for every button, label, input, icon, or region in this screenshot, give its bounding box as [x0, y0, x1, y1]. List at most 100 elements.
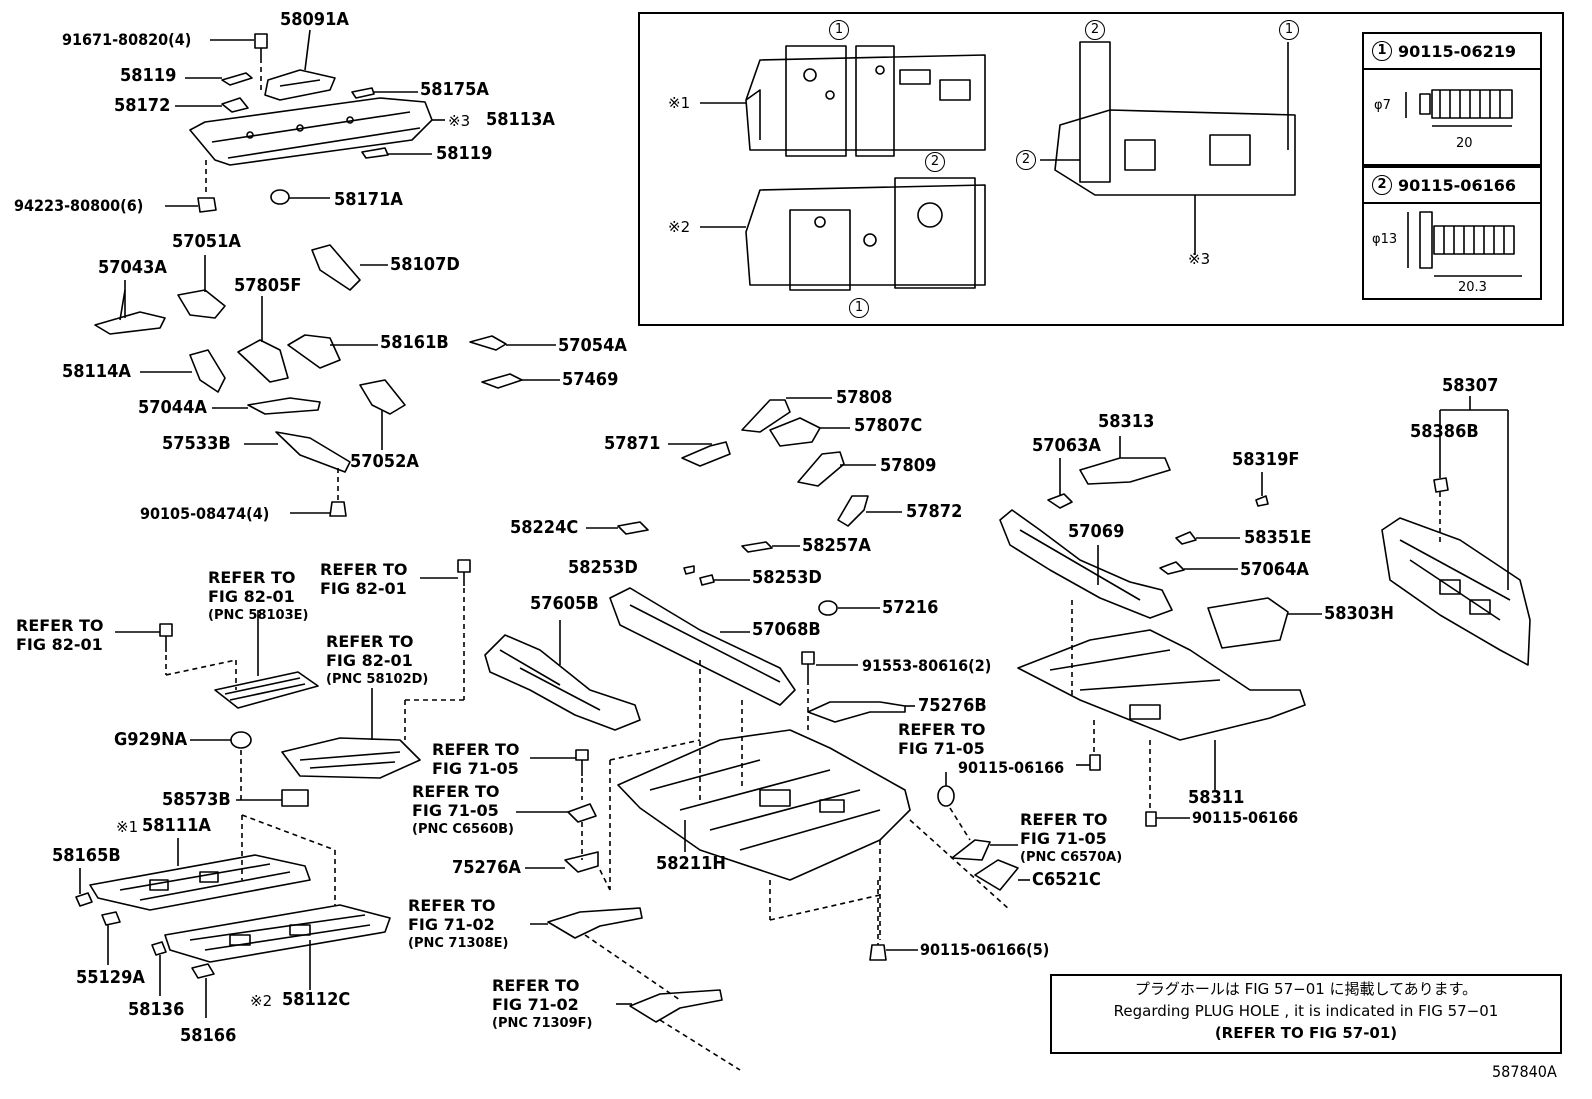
label-57064a: 57064A — [1240, 559, 1309, 580]
label-58165b: 58165B — [52, 845, 121, 866]
label-57069: 57069 — [1068, 521, 1125, 542]
fastener-1-drawing-icon — [1405, 89, 1513, 127]
mark-2-58112c: ※2 — [250, 992, 273, 1010]
label-90115-06166-b: 90115-06166 — [1192, 808, 1299, 827]
label-g929na: G929NA — [114, 729, 188, 750]
fastener-1-part-number: 90115-06219 — [1398, 41, 1516, 61]
label-58112c: 58112C — [282, 989, 351, 1010]
floor-pan-58112c-icon — [164, 904, 391, 963]
plug-hole-note-box: プラグホールは FIG 57−01 に掲載してあります。 Regarding P… — [1050, 974, 1562, 1054]
label-58224c: 58224C — [510, 517, 579, 538]
inset-mark-1: ※1 — [668, 94, 691, 112]
label-58351e: 58351E — [1244, 527, 1312, 548]
panel-58103e-icon — [214, 671, 319, 709]
label-57605b: 57605B — [530, 593, 599, 614]
fastener-2-length: 20.3 — [1458, 280, 1487, 295]
label-75276a: 75276A — [452, 857, 521, 878]
label-58171a: 58171A — [334, 189, 403, 210]
grommet-58171a-icon — [270, 189, 290, 205]
label-57871: 57871 — [604, 433, 661, 454]
label-57872: 57872 — [906, 501, 963, 522]
panel-58102d-icon — [281, 737, 421, 779]
label-58386b: 58386B — [1410, 421, 1479, 442]
floor-pan-58111a-icon — [89, 854, 311, 911]
label-58257a: 58257A — [802, 535, 871, 556]
bracket-58091a-icon — [264, 69, 336, 101]
dash-panel-58307-icon — [1381, 517, 1531, 666]
fastener-2-part-number: 90115-06166 — [1398, 175, 1516, 195]
label-57533b: 57533B — [162, 433, 231, 454]
floor-pan-58311-icon — [1017, 629, 1306, 741]
inset-callout-1c: 1 — [1279, 20, 1299, 40]
label-58107d: 58107D — [390, 254, 460, 275]
plug-hole-note-japanese: プラグホールは FIG 57−01 に掲載してあります。 — [1134, 980, 1478, 998]
label-58211h: 58211H — [656, 853, 726, 874]
label-57054a: 57054A — [558, 335, 627, 356]
label-57044a: 57044A — [138, 397, 207, 418]
label-91671-80820: 91671-80820(4) — [62, 30, 192, 49]
pad-58573b-icon — [281, 789, 309, 807]
label-58161b: 58161B — [380, 332, 449, 353]
label-c6521c: C6521C — [1032, 869, 1101, 890]
inset-callout-2c: 2 — [1016, 150, 1036, 170]
label-58091a: 58091A — [280, 9, 349, 30]
inset-callout-1b: 1 — [849, 298, 869, 318]
inset-callout-1a: 1 — [829, 20, 849, 40]
fastener-1-length: 20 — [1456, 136, 1473, 151]
inset-panel-2-icon — [700, 177, 986, 291]
label-90115-06166-5: 90115-06166(5) — [920, 940, 1050, 959]
label-58313: 58313 — [1098, 411, 1155, 432]
mark-3-58113a: ※3 — [448, 112, 471, 130]
label-75276b: 75276B — [918, 695, 987, 716]
detail-inset-box — [638, 12, 1564, 326]
member-57605b-icon — [484, 634, 641, 731]
label-58166: 58166 — [180, 1025, 237, 1046]
label-58119-bottom: 58119 — [436, 143, 493, 164]
fastener-1-diameter: φ7 — [1374, 98, 1391, 113]
label-58111a: 58111A — [142, 815, 211, 836]
label-57216: 57216 — [882, 597, 939, 618]
inset-mark-3: ※3 — [1188, 250, 1211, 268]
label-57807c: 57807C — [854, 415, 923, 436]
label-57068b: 57068B — [752, 619, 821, 640]
label-58113a: 58113A — [486, 109, 555, 130]
label-58114a: 58114A — [62, 361, 131, 382]
fastener-2-drawing-icon — [1407, 211, 1522, 277]
label-58119-top: 58119 — [120, 65, 177, 86]
label-90105-08474: 90105-08474(4) — [140, 504, 270, 523]
label-58573b: 58573B — [162, 789, 231, 810]
label-58172: 58172 — [114, 95, 171, 116]
label-58319f: 58319F — [1232, 449, 1300, 470]
label-58136: 58136 — [128, 999, 185, 1020]
label-57051a: 57051A — [172, 231, 241, 252]
label-58253d-right: 58253D — [752, 567, 822, 588]
inset-panel-3-icon — [1040, 41, 1296, 255]
inset-callout-2b: 2 — [1085, 20, 1105, 40]
fastener-legend-2: 2 90115-06166 — [1362, 166, 1542, 300]
label-90115-06166-a: 90115-06166 — [958, 758, 1065, 777]
label-57805f: 57805F — [234, 275, 302, 296]
label-58307: 58307 — [1442, 375, 1499, 396]
inset-panel-1-icon — [700, 45, 986, 157]
clip-58119-icon — [221, 72, 253, 86]
label-57808: 57808 — [836, 387, 893, 408]
circle-number-2: 2 — [1372, 175, 1392, 195]
circle-number-1: 1 — [1372, 41, 1392, 61]
grommet-g929na-icon — [230, 731, 252, 749]
label-58175a: 58175A — [420, 79, 489, 100]
plug-hole-note-english: Regarding PLUG HOLE , it is indicated in… — [1113, 1002, 1499, 1020]
label-57469: 57469 — [562, 369, 619, 390]
figure-id: 587840A — [1492, 1062, 1557, 1081]
label-58311: 58311 — [1188, 787, 1245, 808]
fastener-legend-1: 1 90115-06219 — [1362, 32, 1542, 166]
